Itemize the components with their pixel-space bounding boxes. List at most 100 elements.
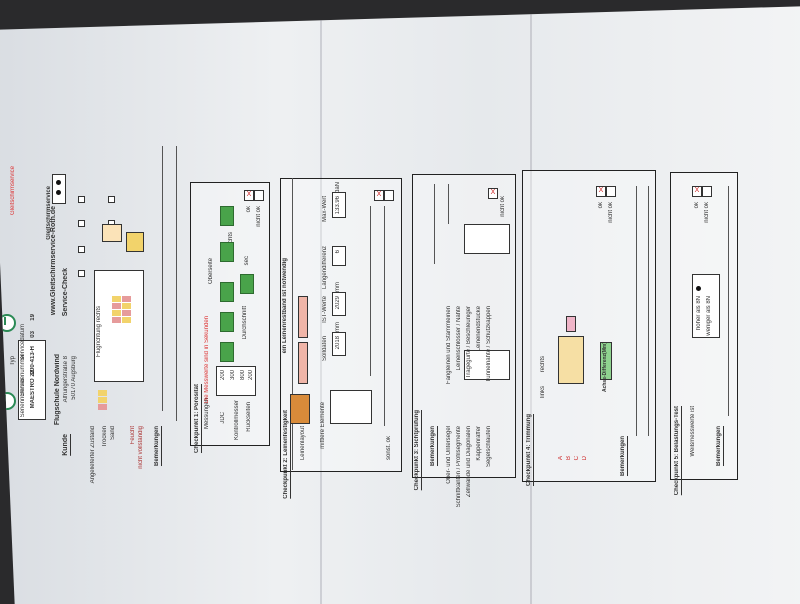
- trim-links-label: links: [540, 386, 546, 399]
- porosity-cell-green: [220, 206, 234, 226]
- trim-row-label: C: [574, 456, 580, 461]
- lines-other-label: sonst. ok: [386, 436, 392, 461]
- company-logo-icon: [0, 392, 16, 410]
- trim-remarks-line: [636, 186, 637, 436]
- visual-ok-grid-a: [464, 350, 510, 380]
- harness-diagram: [126, 232, 144, 252]
- porosity-ok-box[interactable]: [254, 190, 264, 201]
- symbol-dot: [56, 190, 61, 195]
- porosity-row-label: Kontrollmesser: [234, 400, 240, 441]
- lines-layout-label: Leinenlayout: [300, 426, 306, 461]
- stress-ok-box[interactable]: [702, 186, 712, 197]
- delivery-remarks-label: Bemerkungen: [154, 426, 160, 467]
- trim-rechts-label: rechts: [540, 356, 546, 373]
- company-small-text: Gleitschirmservice: [10, 166, 16, 216]
- porosity-note: Die Messwerte sind in Sekunden: [204, 316, 210, 404]
- lines-band-note: ein Leinenrestband ist notwendig: [282, 258, 288, 354]
- porosity-notok-box[interactable]: X: [244, 190, 254, 201]
- visual-ok-grid-b: [464, 224, 510, 254]
- legend-chip-grid: [122, 296, 131, 324]
- trim-notok-box[interactable]: X: [596, 186, 606, 197]
- visual-item: Schnittkanten / Profilsegmente: [456, 426, 462, 508]
- visual-item: Tunnelnähte / Schutzkappen: [486, 306, 492, 383]
- service-checkbox[interactable]: [108, 196, 115, 203]
- line-layout-diagram: [290, 394, 310, 424]
- visual-remarks-line: [434, 184, 435, 264]
- lines-value-label: Solldaten: [322, 336, 328, 362]
- service-checkbox[interactable]: [78, 220, 85, 227]
- symbol-box: [52, 174, 66, 204]
- not-ok-label: nicht ok: [256, 206, 262, 227]
- stress-remarks-line: [728, 186, 729, 416]
- porosity-cell-green: [220, 342, 234, 362]
- visual-item: Leinenendstücke: [476, 306, 482, 352]
- porosity-values-table: [216, 366, 256, 396]
- stress-radio-selected[interactable]: [696, 286, 701, 291]
- porosity-center-label: Oberseite: [208, 258, 214, 285]
- visual-item: Ober- und Untersegel: [446, 426, 452, 484]
- lines-divider: [292, 178, 293, 470]
- porosity-row-label: Rückseiten: [246, 402, 252, 432]
- legend-chip-grid: [112, 296, 121, 324]
- stress-title: Checkpunkt 5: Belastungs-Test: [674, 406, 680, 496]
- ok-label: ok: [246, 206, 252, 213]
- visual-panel: [412, 174, 516, 478]
- lines-unit: mm: [335, 282, 341, 292]
- glider-legend-box: [94, 270, 144, 382]
- visual-item: Kappenräffer: [476, 426, 482, 461]
- visual-title: Checkpunkt 3: Sichtprüfung: [414, 410, 420, 491]
- porosity-value: 300: [230, 370, 236, 381]
- lines-remarks-line: [384, 206, 385, 426]
- ok-label: ok: [694, 202, 700, 209]
- service-check-title: Service-Check: [62, 268, 69, 317]
- trim-diff-button[interactable]: [600, 342, 612, 380]
- service-date-value: 19: [30, 314, 36, 321]
- lines-unit: mm: [335, 322, 341, 332]
- visual-ok-box[interactable]: X: [488, 188, 498, 199]
- stress-remarks-label: Bemerkungen: [716, 426, 722, 467]
- lines-notok-box[interactable]: X: [374, 190, 384, 201]
- harness-diagram: [102, 224, 122, 242]
- porosity-cell-green: [240, 274, 254, 294]
- lines-value-box: [332, 292, 346, 316]
- lines-ok-box[interactable]: [384, 190, 394, 201]
- lines-value-label: Längendifferenz: [322, 246, 328, 289]
- stress-option[interactable]: weniger als 8N: [706, 296, 712, 336]
- lines-value: 2018: [335, 336, 341, 350]
- lines-dan-unit: daN: [335, 182, 341, 194]
- stress-option-box: [692, 274, 720, 338]
- lines-value: 6: [335, 250, 341, 254]
- paper-fold-line: [320, 6, 322, 604]
- trim-ok-box[interactable]: [606, 186, 616, 197]
- porosity-value: 200: [220, 370, 226, 381]
- trim-panel: [522, 170, 656, 482]
- stress-option[interactable]: höher als 8N: [696, 296, 702, 331]
- delivery-option: Sand: [110, 426, 116, 441]
- lines-value-box: [332, 246, 346, 266]
- visual-item: Fangleinen und Stammleinen: [446, 306, 452, 385]
- porosity-sec-label: sec: [244, 256, 250, 266]
- visual-remarks-label: Bemerkungen: [430, 426, 436, 467]
- model-value: MAESTRO 22: [30, 370, 36, 409]
- customer-street: Alfrungerstraße 8: [63, 356, 69, 403]
- lines-value-box: [332, 332, 346, 356]
- symbol-dot: [56, 180, 61, 185]
- not-ok-label: nicht ok: [608, 202, 614, 223]
- visual-item: Tragegurte / Beschleuniger: [466, 306, 472, 379]
- line-color-bar: [298, 342, 308, 384]
- porosity-value: 200: [248, 370, 254, 381]
- service-checkbox[interactable]: [78, 270, 85, 277]
- trim-row-label: D: [582, 456, 588, 461]
- lines-value-label: IST-Werte: [322, 296, 328, 323]
- trim-remarks-label: Bemerkungen: [620, 436, 626, 477]
- trim-value-grid: [558, 336, 584, 384]
- service-checkbox[interactable]: [78, 246, 85, 253]
- stress-notok-box[interactable]: X: [692, 186, 702, 197]
- not-ok-label: nicht ok: [704, 202, 710, 223]
- legend-title: Flugrichtung rechts: [96, 306, 102, 358]
- lines-value-box: [332, 192, 346, 218]
- ok-label: ok: [598, 202, 604, 209]
- trim-row-label: A: [558, 456, 564, 461]
- trim-remarks-line: [648, 186, 649, 436]
- service-checkbox[interactable]: [78, 196, 85, 203]
